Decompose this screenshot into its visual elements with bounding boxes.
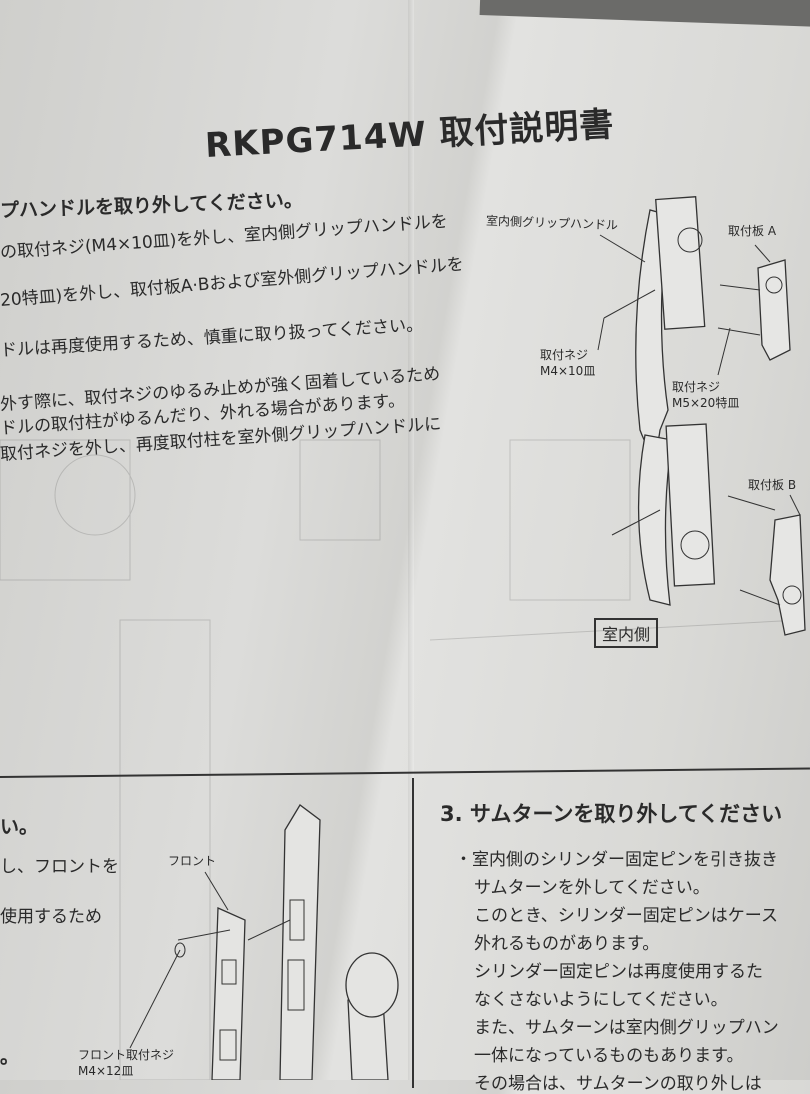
label-screw-m4-2: M4×10皿	[540, 364, 596, 378]
column-divider	[412, 778, 414, 1088]
section-3-heading: 3. サムターンを取り外してください	[440, 802, 783, 826]
text-line: なくさないようにしてください。	[474, 990, 728, 1010]
label-front: フロント	[168, 854, 217, 868]
label-front-screw-1: フロント取付ネジ	[78, 1048, 175, 1062]
text-line: その場合は、サムターンの取り外しは	[474, 1074, 762, 1094]
label-screw-m4-1: 取付ネジ	[540, 348, 589, 362]
text-line: このとき、シリンダー固定ピンはケース	[474, 906, 778, 926]
text-line: サムターンを外してください。	[474, 878, 710, 898]
section-heading: い。	[0, 816, 39, 838]
text-line: シリンダー固定ピンは再度使用するた	[474, 962, 763, 982]
text-line: 外れるものがあります。	[474, 934, 660, 954]
label-indoor-side: 室内側	[594, 618, 659, 648]
label-front-screw-2: M4×12皿	[78, 1064, 134, 1078]
text-line: また、サムターンは室内側グリップハン	[474, 1018, 779, 1038]
text-line: ・室内側のシリンダー固定ピンを引き抜き	[455, 850, 778, 870]
label-screw-m5-1: 取付ネジ	[672, 380, 721, 394]
paper-fold	[408, 0, 414, 1080]
text-line: し、フロントを	[0, 857, 119, 877]
label-plate-b: 取付板 B	[748, 478, 797, 492]
label-screw-m5-2: M5×20特皿	[672, 396, 740, 410]
label-plate-a: 取付板 A	[728, 224, 777, 238]
text-line: 一体になっているものもあります。	[474, 1046, 744, 1066]
text-line: 。	[0, 1046, 20, 1068]
text-line: 使用するため	[0, 907, 102, 927]
